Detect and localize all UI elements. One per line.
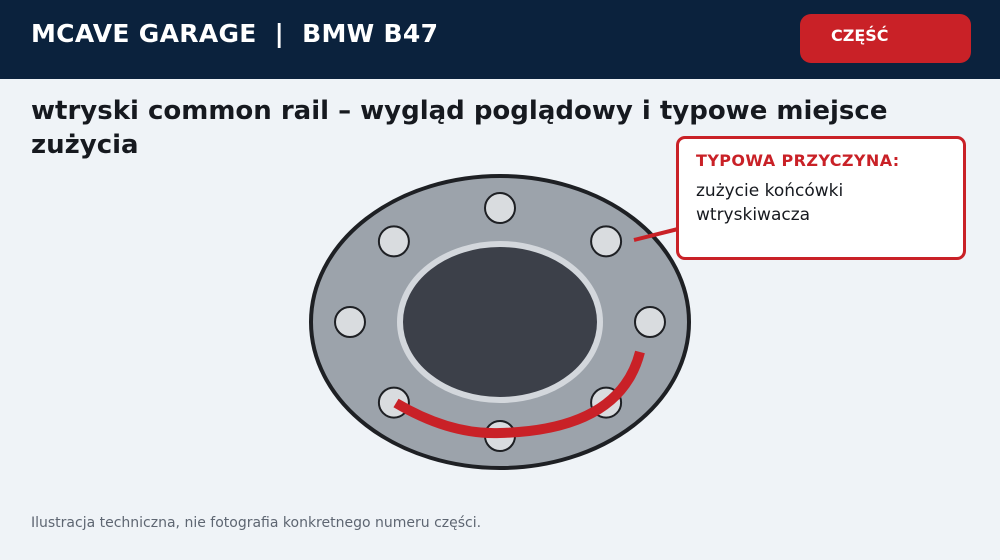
part-button[interactable]: CZĘŚĆ <box>800 14 971 63</box>
bolt-hole <box>334 306 366 338</box>
header-bar: MCAVE GARAGE | BMW B47 CZĘŚĆ <box>0 0 1000 79</box>
bolt-hole <box>634 306 666 338</box>
footnote: Ilustracja techniczna, nie fotografia ko… <box>31 515 482 531</box>
page-title: wtryski common rail – wygląd poglądowy i… <box>31 96 888 160</box>
bolt-hole <box>484 192 516 224</box>
bore-ring <box>397 241 603 403</box>
bolt-hole <box>590 225 623 258</box>
bolt-hole <box>377 225 410 258</box>
cause-callout: TYPOWA PRZYCZYNA: zużycie końcówki wtrys… <box>676 136 966 260</box>
callout-leader <box>633 227 679 242</box>
callout-title: TYPOWA PRZYCZYNA: <box>696 151 900 170</box>
brand-title: MCAVE GARAGE | BMW B47 <box>31 19 439 48</box>
wear-arc <box>393 350 645 439</box>
callout-text: zużycie końcówki wtryskiwacza <box>696 181 844 225</box>
